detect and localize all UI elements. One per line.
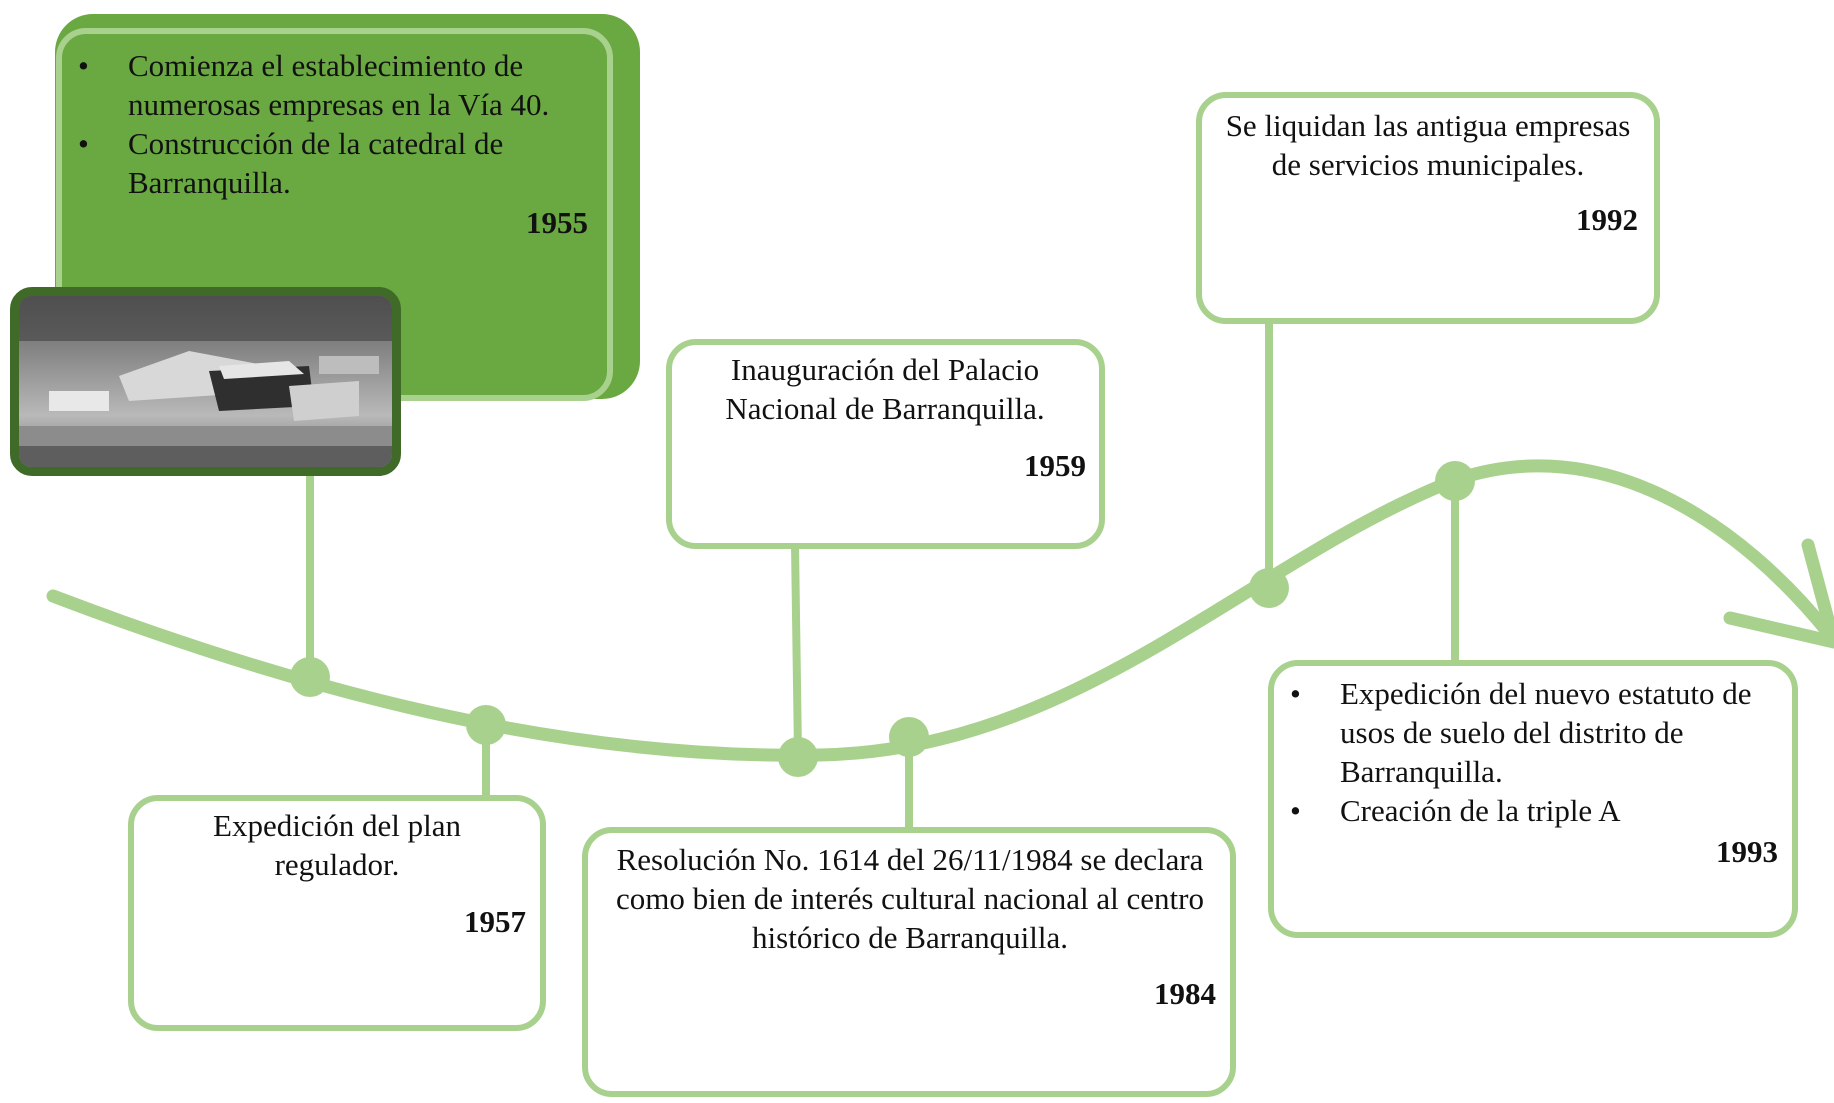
event-year-1959: 1959 (1024, 448, 1086, 483)
event-year-1955: 1955 (526, 205, 588, 240)
event-box-1984 (582, 827, 1236, 1097)
event-text-1993: Expedición del nuevo estatuto de usos de… (1282, 674, 1782, 830)
connector-1959 (791, 544, 802, 756)
industrial-area-photo (10, 287, 401, 476)
event-text-1955: Comienza el establecimiento de numerosas… (70, 46, 590, 202)
photo-image (19, 296, 392, 467)
event-item-1993-1: Expedición del nuevo estatuto de usos de… (1282, 674, 1782, 791)
timeline-dot-1955 (290, 657, 330, 697)
event-box-1959 (666, 339, 1105, 549)
timeline-dot-1992 (1249, 568, 1289, 608)
timeline-arrowhead (1723, 538, 1834, 649)
timeline-dot-1984 (889, 717, 929, 757)
event-box-1992 (1196, 92, 1660, 324)
event-item-1955-1: Comienza el establecimiento de numerosas… (70, 46, 590, 124)
timeline-curve (46, 459, 1834, 762)
event-year-1984: 1984 (1154, 976, 1216, 1011)
timeline-dot-1959 (778, 737, 818, 777)
event-text-1959: Inauguración del Palacio Nacional de Bar… (725, 352, 1045, 426)
timeline-dot-1993 (1435, 461, 1475, 501)
event-text-1992: Se liquidan las antigua empresas de serv… (1225, 108, 1631, 182)
event-item-1993-2: Creación de la triple A (1282, 791, 1782, 830)
event-year-1957: 1957 (464, 904, 526, 939)
event-year-1992: 1992 (1576, 202, 1638, 237)
event-item-1955-2: Construcción de la catedral de Barranqui… (70, 124, 590, 202)
event-text-1984: Resolución No. 1614 del 26/11/1984 se de… (616, 842, 1204, 955)
event-box-1957 (128, 795, 546, 1031)
event-year-1993: 1993 (1716, 834, 1778, 869)
timeline-dot-1957 (466, 705, 506, 745)
event-text-1957: Expedición del plan regulador. (213, 808, 461, 882)
